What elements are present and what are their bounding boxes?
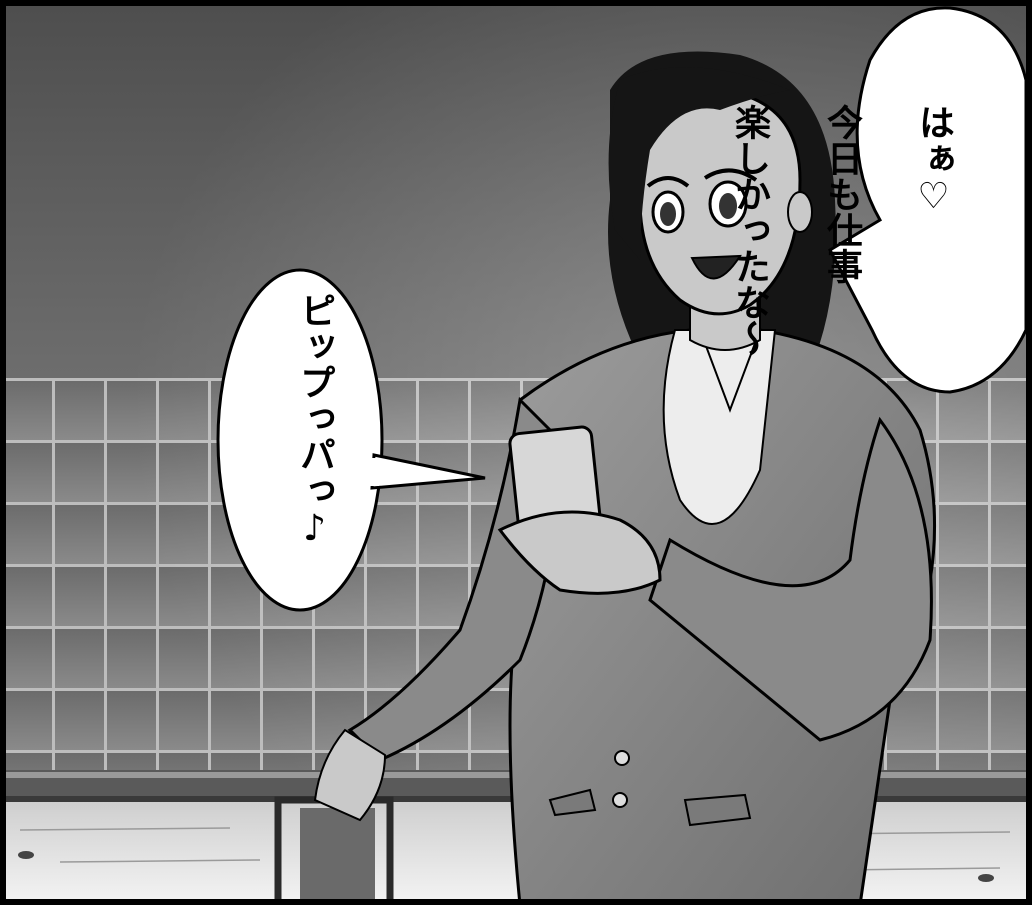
speech-line-3: 楽しかったな〜: [729, 104, 770, 356]
speech-bubble-right: [828, 6, 1028, 394]
speech-line-2: 今日も仕事: [821, 104, 862, 284]
woman-character: [313, 51, 937, 905]
speech-line-1: はぁ♡: [913, 104, 954, 217]
suitcase-handle: [274, 796, 394, 905]
speech-text-left: ピップっパっ♪: [294, 292, 335, 549]
speech-bubble-left: [216, 268, 486, 612]
speech-text-right: はぁ♡ 今日も仕事 楽しかったな〜: [729, 22, 1002, 356]
